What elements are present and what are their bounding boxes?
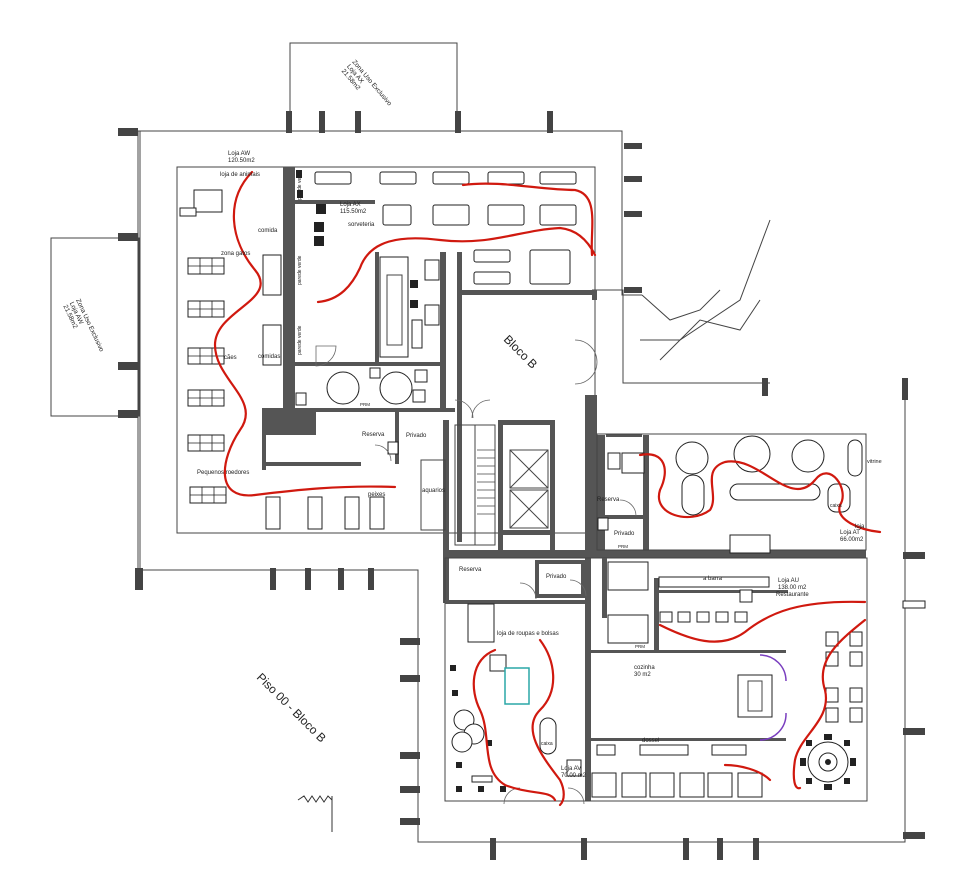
label-caixa-1: caixa bbox=[830, 503, 842, 509]
walls bbox=[176, 166, 868, 802]
label-loja-de-animais: loja de animais bbox=[220, 172, 260, 178]
label-peixes: peixes bbox=[368, 492, 385, 498]
label-loja-roupas: loja de roupas e bolsas bbox=[497, 631, 559, 637]
label-prm-2: PRM bbox=[618, 544, 628, 549]
label-privado-3: Privado bbox=[546, 574, 567, 580]
circulation-paths bbox=[213, 170, 882, 807]
label-caes: cães bbox=[224, 355, 237, 361]
label-prm-1: PRM bbox=[360, 402, 370, 407]
service-block bbox=[295, 256, 440, 455]
doors bbox=[315, 339, 637, 805]
label-privado-2: Privado bbox=[614, 531, 635, 537]
label-caixa-2: caixa bbox=[541, 741, 553, 747]
label-parede-verde-2: parede verde bbox=[297, 255, 303, 285]
label-comidas: comidas bbox=[258, 354, 280, 360]
label-dossel: dossel bbox=[642, 738, 659, 744]
label-a-barra: a barra bbox=[703, 576, 723, 582]
label-pequenos-roedores: Pequenos roedores bbox=[197, 470, 249, 476]
label-comida: comida bbox=[258, 228, 278, 234]
stairs-elevators bbox=[454, 424, 549, 546]
label-sorveteria: sorveteria bbox=[348, 222, 375, 228]
break-line-symbol bbox=[297, 795, 333, 832]
label-zona-uso-ax: Zona Uso Exclusivo Loja AX 21.58m2 bbox=[340, 59, 394, 118]
label-parede-verde-1: parede verde bbox=[297, 170, 303, 200]
label-bloco-b: Bloco B bbox=[501, 332, 540, 371]
columns bbox=[118, 111, 926, 860]
label-vitrine: vitrine bbox=[867, 459, 882, 465]
site-outline bbox=[50, 42, 906, 843]
label-reserva-2: Reserva bbox=[597, 497, 620, 503]
tables-ax bbox=[296, 170, 577, 285]
label-zona-gatos: zona gatos bbox=[221, 251, 250, 257]
label-prm-3: PRM bbox=[635, 644, 645, 649]
shelving-left bbox=[179, 189, 446, 531]
label-zona-uso-aw: Zona Uso Exclusivo Loja AW 21.58m2 bbox=[61, 298, 105, 361]
label-piso: Piso 00 - Bloco B bbox=[254, 670, 329, 745]
label-parede-verde-3: parede verde bbox=[297, 325, 303, 355]
label-aquarios: aquarios bbox=[422, 488, 445, 494]
label-reserva-1: Reserva bbox=[362, 432, 385, 438]
label-reserva-3: Reserva bbox=[459, 567, 482, 573]
label-privado-1: Privado bbox=[406, 433, 427, 439]
furniture-av-au bbox=[450, 561, 863, 798]
furniture-at bbox=[597, 435, 863, 554]
